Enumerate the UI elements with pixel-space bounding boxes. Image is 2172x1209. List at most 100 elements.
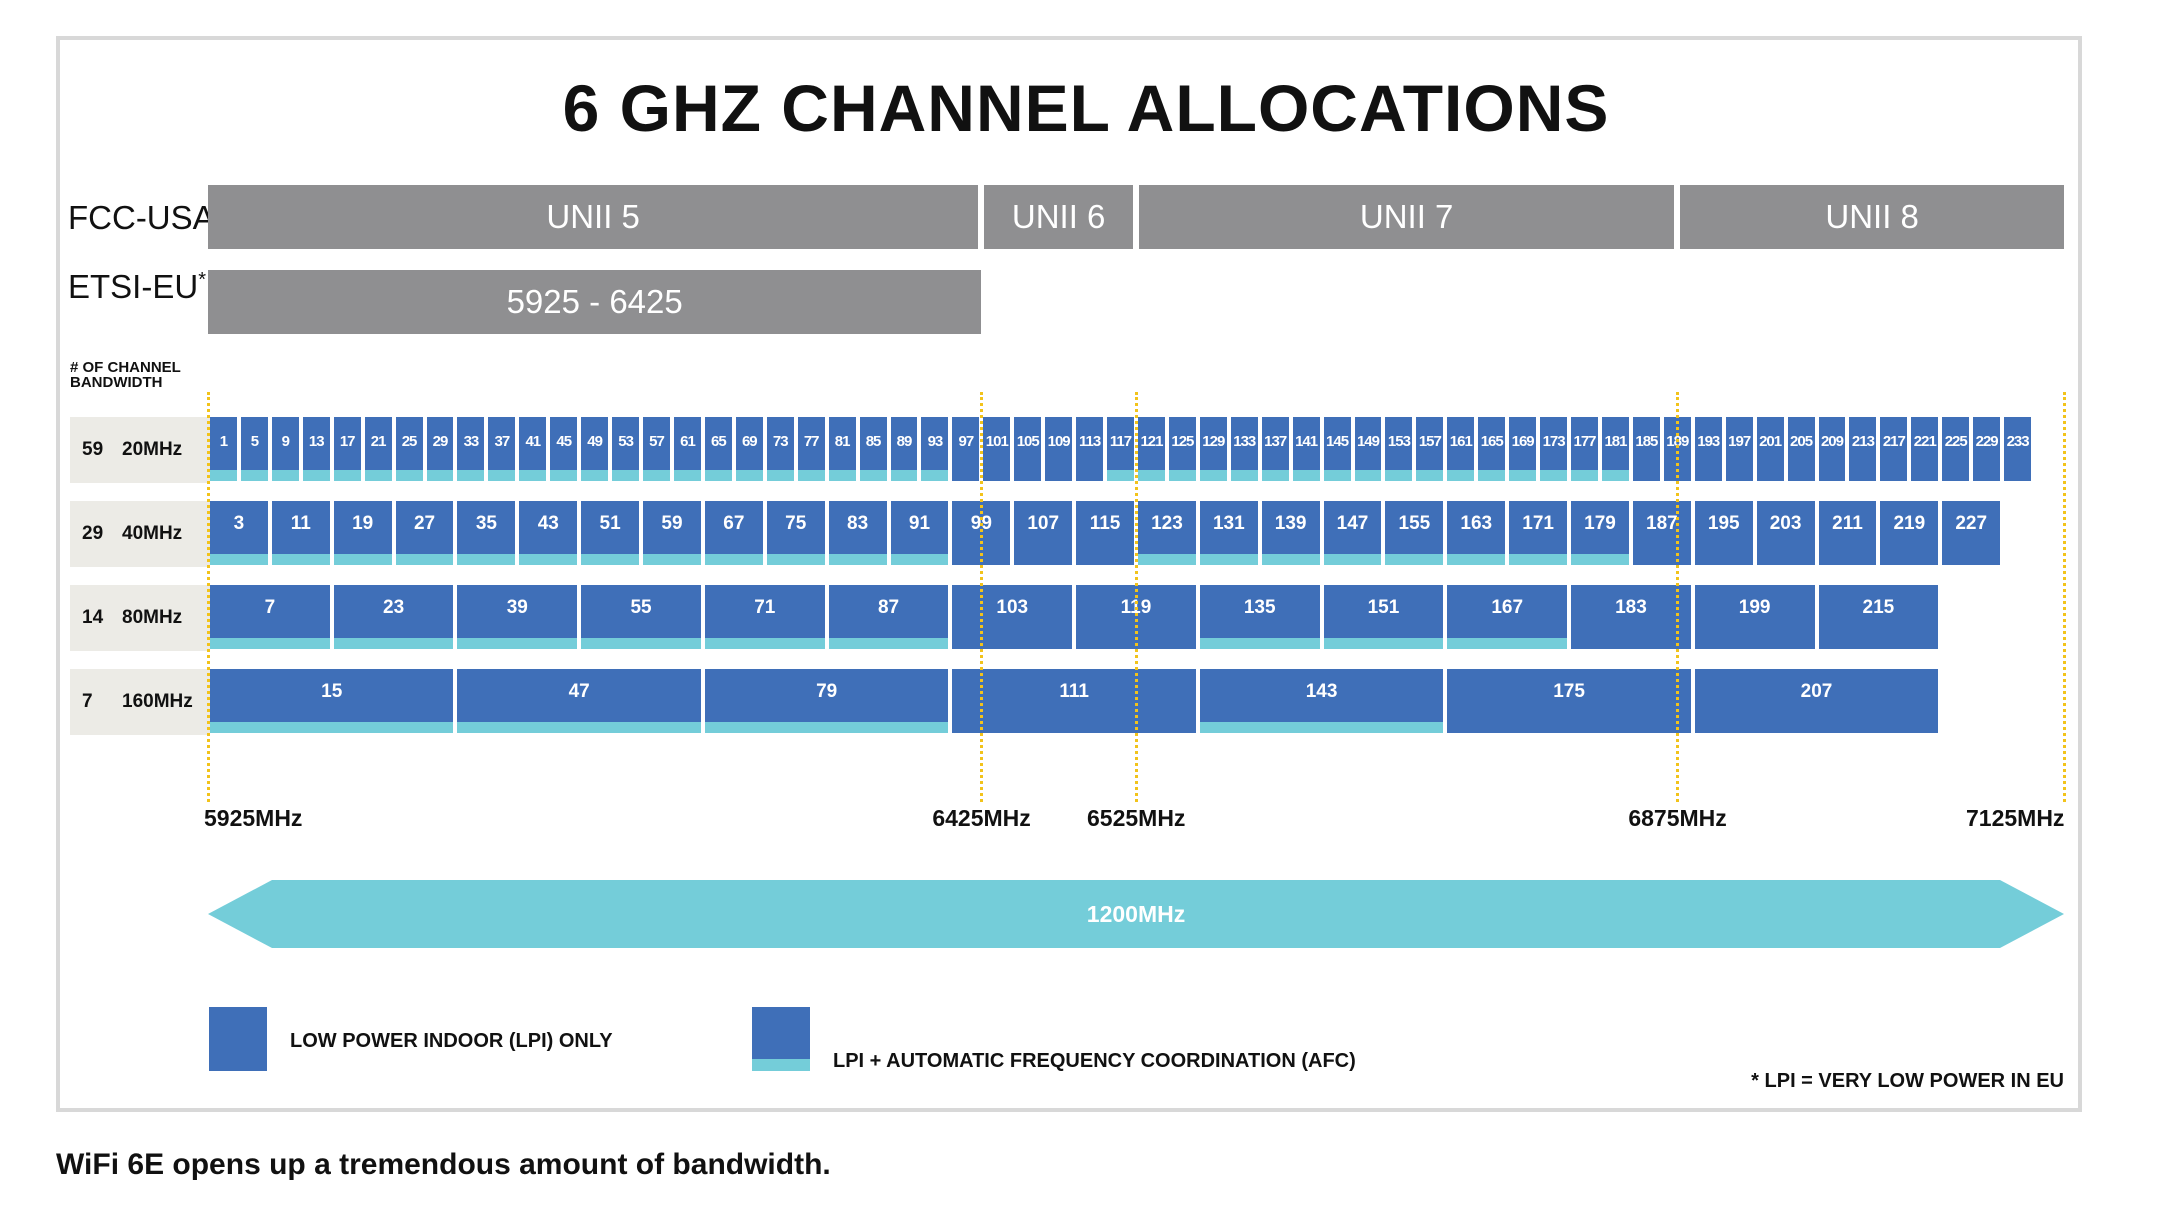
channel-17: 17 bbox=[333, 417, 361, 481]
channel-155: 155 bbox=[1385, 501, 1444, 565]
channel-count: 14 bbox=[82, 607, 104, 628]
channel-73: 73 bbox=[766, 417, 794, 481]
channel-55: 55 bbox=[581, 585, 701, 649]
channel-215: 215 bbox=[1818, 585, 1939, 649]
channel-185: 185 bbox=[1632, 417, 1660, 481]
channel-125: 125 bbox=[1168, 417, 1196, 481]
channel-157: 157 bbox=[1416, 417, 1444, 481]
channel-19: 19 bbox=[333, 501, 392, 565]
fcc-band-unii-8: UNII 8 bbox=[1680, 185, 2064, 249]
channel-89: 89 bbox=[890, 417, 918, 481]
channel-139: 139 bbox=[1261, 501, 1320, 565]
channel-209: 209 bbox=[1818, 417, 1846, 481]
channel-205: 205 bbox=[1787, 417, 1815, 481]
channel-69: 69 bbox=[735, 417, 763, 481]
channel-width: 160MHz bbox=[122, 691, 193, 712]
channel-101: 101 bbox=[983, 417, 1011, 481]
channel-111: 111 bbox=[952, 669, 1196, 733]
channel-177: 177 bbox=[1571, 417, 1598, 481]
channel-207: 207 bbox=[1694, 669, 1939, 733]
channel-187: 187 bbox=[1632, 501, 1691, 565]
channel-15: 15 bbox=[210, 669, 454, 733]
fcc-usa-label: FCC-USA bbox=[68, 199, 215, 236]
channel-71: 71 bbox=[704, 585, 825, 649]
channel-163: 163 bbox=[1447, 501, 1506, 565]
channel-count: 59 bbox=[82, 439, 104, 460]
channel-53: 53 bbox=[612, 417, 640, 481]
channel-225: 225 bbox=[1942, 417, 1970, 481]
footnote: * LPI = VERY LOW POWER IN EU bbox=[1751, 1070, 2064, 1092]
channel-149: 149 bbox=[1354, 417, 1382, 481]
boundary-line-7125 bbox=[2063, 392, 2066, 802]
bandwidth-label-80mhz: 14 80MHz bbox=[70, 585, 210, 651]
boundary-line-6875 bbox=[1676, 392, 1680, 802]
channel-153: 153 bbox=[1385, 417, 1413, 481]
channel-183: 183 bbox=[1571, 585, 1691, 649]
channel-81: 81 bbox=[828, 417, 856, 481]
channel-25: 25 bbox=[395, 417, 423, 481]
channel-227: 227 bbox=[1942, 501, 2001, 565]
channel-67: 67 bbox=[704, 501, 763, 565]
channel-83: 83 bbox=[828, 501, 887, 565]
channel-37: 37 bbox=[488, 417, 516, 481]
bandwidth-header: # OF CHANNEL BANDWIDTH bbox=[70, 360, 181, 390]
span-arrow bbox=[208, 880, 2064, 948]
bandwidth-header-line-1: # OF CHANNEL bbox=[70, 359, 181, 376]
channel-137: 137 bbox=[1261, 417, 1289, 481]
channel-145: 145 bbox=[1323, 417, 1351, 481]
channel-167: 167 bbox=[1447, 585, 1568, 649]
channel-width: 80MHz bbox=[122, 607, 183, 628]
channel-199: 199 bbox=[1694, 585, 1815, 649]
channel-147: 147 bbox=[1323, 501, 1382, 565]
etsi-band-label: 5925 - 6425 bbox=[506, 283, 683, 320]
channel-49: 49 bbox=[581, 417, 609, 481]
span-arrow-label: 1200MHz bbox=[1086, 901, 1186, 927]
channel-141: 141 bbox=[1292, 417, 1320, 481]
channel-61: 61 bbox=[674, 417, 701, 481]
boundary-label-7125: 7125MHz bbox=[1966, 805, 2065, 831]
channel-41: 41 bbox=[519, 417, 547, 481]
channel-131: 131 bbox=[1199, 501, 1258, 565]
channel-171: 171 bbox=[1509, 501, 1568, 565]
boundary-label-5925: 5925MHz bbox=[204, 805, 303, 831]
channel-133: 133 bbox=[1230, 417, 1258, 481]
channel-width: 40MHz bbox=[122, 523, 183, 544]
fcc-band-unii-6: UNII 6 bbox=[984, 185, 1133, 249]
channel-165: 165 bbox=[1478, 417, 1506, 481]
channel-7: 7 bbox=[210, 585, 330, 649]
channel-169: 169 bbox=[1509, 417, 1537, 481]
channel-1: 1 bbox=[210, 417, 237, 481]
channel-43: 43 bbox=[519, 501, 578, 565]
channel-195: 195 bbox=[1694, 501, 1753, 565]
channel-175: 175 bbox=[1447, 669, 1691, 733]
channel-65: 65 bbox=[704, 417, 732, 481]
channel-11: 11 bbox=[271, 501, 330, 565]
channel-143: 143 bbox=[1199, 669, 1444, 733]
channel-211: 211 bbox=[1818, 501, 1877, 565]
channel-39: 39 bbox=[457, 585, 578, 649]
bandwidth-label-20mhz: 59 20MHz bbox=[70, 417, 210, 483]
channel-23: 23 bbox=[333, 585, 454, 649]
diagram-title: 6 GHZ CHANNEL ALLOCATIONS bbox=[562, 71, 1610, 145]
channel-217: 217 bbox=[1880, 417, 1908, 481]
caption: WiFi 6E opens up a tremendous amount of … bbox=[56, 1148, 831, 1181]
legend-lpi-label: LOW POWER INDOOR (LPI) ONLY bbox=[290, 1030, 613, 1052]
etsi-band-bar: 5925 - 6425 bbox=[208, 270, 982, 334]
channel-87: 87 bbox=[828, 585, 949, 649]
channel-135: 135 bbox=[1199, 585, 1320, 649]
channel-3: 3 bbox=[210, 501, 268, 565]
channel-115: 115 bbox=[1076, 501, 1134, 565]
channel-85: 85 bbox=[859, 417, 887, 481]
boundary-line-6425 bbox=[980, 392, 984, 802]
channel-151: 151 bbox=[1323, 585, 1444, 649]
channel-121: 121 bbox=[1138, 417, 1165, 481]
boundary-line-5925 bbox=[207, 392, 210, 802]
channel-221: 221 bbox=[1911, 417, 1939, 481]
channel-59: 59 bbox=[643, 501, 701, 565]
channel-229: 229 bbox=[1973, 417, 2001, 481]
channel-width: 20MHz bbox=[122, 439, 183, 460]
channel-93: 93 bbox=[921, 417, 949, 481]
bandwidth-header-line-2: BANDWIDTH bbox=[70, 374, 163, 391]
channel-197: 197 bbox=[1725, 417, 1753, 481]
